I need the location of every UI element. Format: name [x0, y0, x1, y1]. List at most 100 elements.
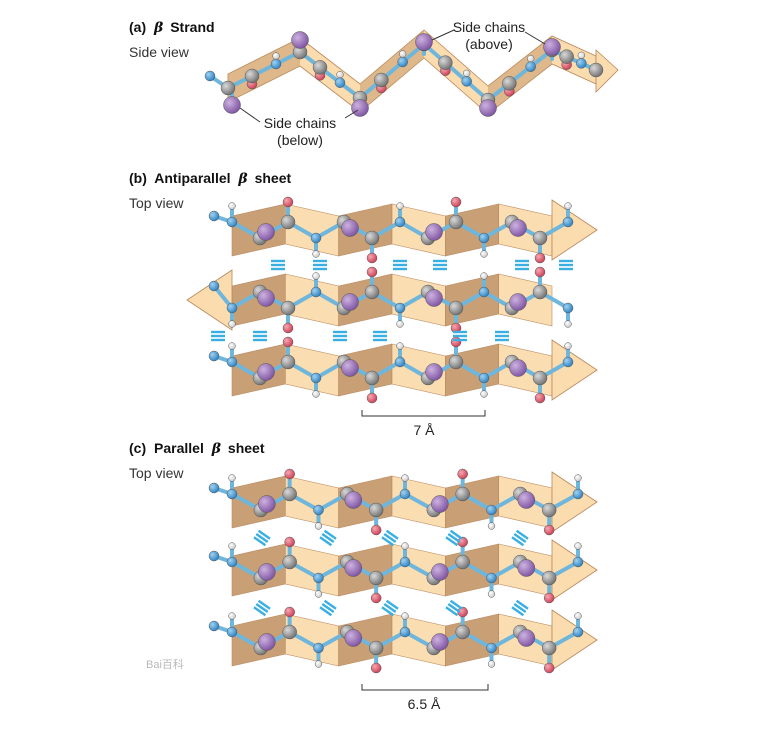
hydrogen-atom	[312, 390, 320, 398]
panel-a-title: (a) β Strand	[129, 19, 215, 36]
nitrogen-atom	[399, 626, 411, 638]
nitrogen-atom	[313, 572, 324, 584]
nitrogen-atom	[478, 372, 490, 384]
dimension-bracket-c	[361, 684, 489, 691]
hydrogen-bond-layer	[211, 259, 573, 617]
hydrogen-atom	[228, 542, 236, 550]
hydrogen-bond-dash	[321, 533, 335, 543]
hydrogen-bond	[495, 330, 509, 342]
hydrogen-atom	[396, 320, 404, 328]
nitrogen-atom	[397, 56, 408, 68]
callout-above-line2: (above)	[465, 36, 512, 52]
hydrogen-atom	[396, 342, 404, 350]
carbon-atom	[282, 554, 297, 570]
side-chain-atom	[509, 219, 527, 237]
callout-below-line1: Side chains	[264, 115, 336, 131]
side-chain-atom	[517, 629, 536, 647]
hydrogen-bond-dash	[511, 536, 525, 547]
nitrogen-atom	[399, 488, 411, 500]
ribbon-arrowhead-right	[551, 539, 598, 601]
carbon-atom	[559, 49, 574, 64]
hydrogen-atom	[272, 52, 280, 60]
panel-c-dimension-label: 6.5 Å	[408, 696, 441, 712]
hydrogen-atom	[574, 542, 582, 550]
nitrogen-atom	[310, 286, 322, 298]
side-chain-atom	[517, 491, 536, 509]
nitrogen-atom	[208, 620, 220, 632]
ribbon-arrowhead-right	[551, 339, 598, 401]
side-chain-atom	[344, 491, 363, 509]
oxygen-atom	[284, 536, 295, 548]
hydrogen-bond	[381, 529, 399, 547]
hydrogen-bond	[511, 599, 529, 617]
watermark: Bai百科	[146, 657, 184, 671]
hydrogen-bond	[211, 330, 225, 342]
ribbon-arrowhead-right	[551, 471, 598, 533]
hydrogen-atom	[574, 474, 582, 482]
hydrogen-atom	[312, 272, 320, 280]
oxygen-atom	[543, 592, 555, 604]
oxygen-atom	[366, 266, 378, 278]
carbon-atom	[368, 502, 384, 518]
carbon-atom	[541, 640, 557, 656]
hydrogen-atom	[487, 660, 496, 668]
carbon-atom	[448, 300, 464, 316]
nitrogen-atom	[208, 550, 220, 562]
hydrogen-atom	[564, 202, 572, 210]
nitrogen-atom	[394, 356, 406, 368]
hydrogen-bond-dash	[319, 606, 333, 617]
nitrogen-atom	[208, 210, 220, 222]
carbon-atom	[532, 370, 548, 386]
hydrogen-bond-dash	[319, 536, 333, 547]
hydrogen-bond	[511, 529, 529, 547]
nitrogen-atom	[310, 372, 322, 384]
hydrogen-bond-dash	[321, 603, 335, 613]
hydrogen-bond	[313, 259, 327, 271]
callout-leader-line	[431, 29, 455, 41]
side-chain-atom	[431, 633, 449, 651]
side-chain-atom	[425, 363, 443, 381]
hydrogen-bond	[445, 529, 463, 547]
carbon-atom	[448, 354, 464, 370]
hydrogen-atom	[574, 612, 582, 620]
dimension-bracket-b	[361, 410, 486, 417]
carbon-atom	[282, 486, 297, 502]
carbon-atom	[448, 214, 464, 230]
panel-b-view-label: Top view	[129, 195, 184, 211]
callout-leader-line	[524, 31, 546, 45]
oxygen-atom	[543, 524, 555, 536]
nitrogen-atom	[310, 232, 322, 244]
oxygen-atom	[457, 468, 468, 480]
hydrogen-atom	[314, 590, 323, 598]
hydrogen-bond-dash	[253, 606, 267, 617]
hydrogen-atom	[527, 55, 535, 63]
nitrogen-atom	[313, 504, 324, 516]
side-chain-atom	[509, 359, 527, 377]
side-chain-atom	[258, 495, 276, 513]
panel-b-title: (b) Antiparallel β sheet	[129, 170, 292, 187]
hydrogen-bond-dash	[381, 606, 395, 617]
hydrogen-atom	[336, 71, 344, 79]
hydrogen-bond	[515, 259, 529, 271]
callout-above-line1: Side chains	[453, 19, 525, 35]
nitrogen-atom	[226, 488, 238, 500]
side-chain-atom	[415, 33, 433, 51]
hydrogen-bond	[433, 259, 447, 271]
nitrogen-atom	[226, 626, 238, 638]
side-chain-atom	[344, 629, 363, 647]
ribbon-arrowhead-right	[551, 199, 598, 261]
nitrogen-atom	[572, 626, 584, 638]
hydrogen-bond	[381, 599, 399, 617]
hydrogen-bond-dash	[513, 533, 527, 543]
hydrogen-bond	[445, 599, 463, 617]
carbon-atom	[220, 80, 236, 96]
carbon-atom	[455, 486, 470, 502]
nitrogen-atom	[208, 482, 220, 494]
atom-layer	[204, 31, 604, 674]
nitrogen-atom	[572, 488, 584, 500]
hydrogen-atom	[228, 320, 236, 328]
hydrogen-bond-dash	[449, 529, 463, 540]
hydrogen-atom	[401, 612, 409, 620]
hydrogen-bond-dash	[445, 536, 459, 547]
nitrogen-atom	[394, 216, 406, 228]
